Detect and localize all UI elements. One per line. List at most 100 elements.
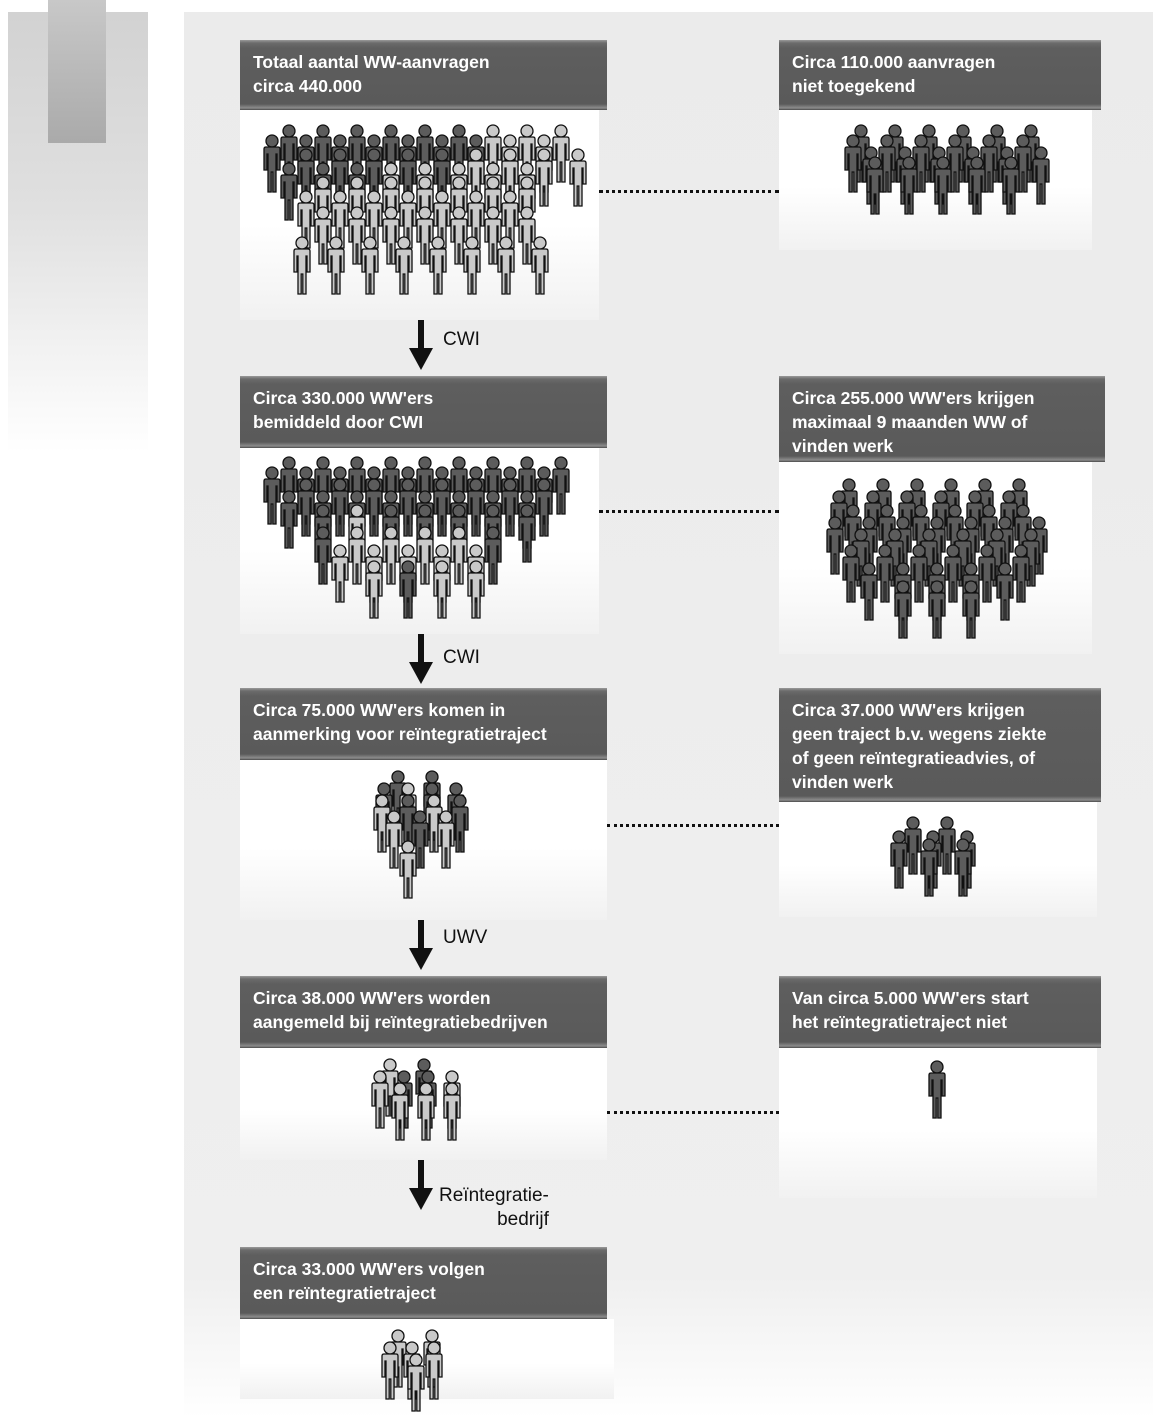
person-icon [314,526,332,585]
person-icon [443,1082,461,1141]
person-icon [910,544,928,603]
person-icon [385,810,403,869]
person-icon [399,560,417,619]
person-icon [1032,146,1050,205]
person-icon [416,206,434,265]
person-icon [1002,156,1020,215]
person-icon [900,156,918,215]
person-icon [395,236,413,295]
person-icon [904,816,922,875]
person-icon [416,526,434,585]
stage-2-main-people [263,456,570,619]
person-icon [826,516,844,575]
person-icon [866,156,884,215]
person-icon [938,816,956,875]
person-icon [450,526,468,585]
person-icon [463,236,481,295]
person-icon [280,162,298,221]
person-icon [331,544,349,603]
person-icon [433,478,451,537]
stage-1-side-header: Circa 110.000 aanvragen niet toegekend [779,40,1101,110]
person-icon [327,236,345,295]
stage-1-arrow-label: CWI [443,329,480,350]
stage-4-side-header: Van circa 5.000 WW'ers start het reïnteg… [779,976,1101,1048]
person-icon [518,504,536,563]
person-icon [314,206,332,265]
person-icon [451,794,469,853]
person-icon [429,236,447,295]
person-icon [978,544,996,603]
person-icon [552,456,570,515]
arrow-down-icon [409,320,433,370]
person-icon [920,838,938,897]
stage-3-main-people [373,770,469,899]
person-icon [348,206,366,265]
person-icon [437,810,455,869]
person-icon [467,478,485,537]
person-icon [331,478,349,537]
stage-2-main-header: Circa 330.000 WW'ers bemiddeld door CWI [240,376,607,448]
stage-2-arrow-label: CWI [443,647,480,668]
person-icon [399,478,417,537]
person-icon [954,838,972,897]
person-icon [944,544,962,603]
person-icon [280,490,298,549]
arrow-down-icon [409,920,433,970]
stage-3-side-header: Circa 37.000 WW'ers krijgen geen traject… [779,688,1101,802]
person-icon [928,580,946,639]
person-icon [928,1060,946,1119]
sidebar-tab [48,0,106,143]
person-icon [531,236,549,295]
person-icon [962,580,980,639]
stage-1-main-header: Totaal aantal WW-aanvragen circa 440.000 [240,40,607,110]
person-icon [433,560,451,619]
stage-4-dotted-connector [607,1111,779,1114]
person-icon [297,190,315,249]
stage-5-main-people [381,1329,443,1412]
stage-2-dotted-connector [599,510,779,513]
stage-3-arrow-label: UWV [443,927,488,948]
person-icon [894,580,912,639]
person-icon [263,466,281,525]
person-icon [844,134,862,193]
person-icon [518,206,536,265]
stage-4-main-header: Circa 38.000 WW'ers worden aangemeld bij… [240,976,607,1048]
person-icon [552,124,570,183]
person-icon [365,560,383,619]
stage-3-dotted-connector [607,824,779,827]
person-icon [297,478,315,537]
stage-4-side-people [928,1060,946,1119]
person-icon [450,206,468,265]
stage-4-arrow-label: Reïntegratie- bedrijf [439,1185,549,1230]
person-icon [263,134,281,193]
person-icon [382,206,400,265]
arrow-down-icon [409,1160,433,1210]
stage-3-main-header: Circa 75.000 WW'ers komen in aanmerking … [240,688,607,760]
person-icon [860,562,878,621]
stage-1-dotted-connector [599,190,779,193]
person-icon [484,526,502,585]
stage-3-side-people [890,816,976,897]
person-icon [293,236,311,295]
person-icon [348,526,366,585]
stage-1-side-people [844,124,1050,215]
person-icon [996,562,1014,621]
person-icon [391,1082,409,1141]
person-icon [381,1341,399,1400]
person-icon [890,830,908,889]
person-icon [876,544,894,603]
person-icon [371,1070,389,1129]
person-icon [934,156,952,215]
person-icon [382,526,400,585]
person-icon [417,1082,435,1141]
arrow-down-icon [409,634,433,684]
person-icon [842,544,860,603]
person-icon [501,478,519,537]
person-icon [361,236,379,295]
stage-4-main-people [371,1058,461,1141]
person-icon [535,478,553,537]
person-icon [399,840,417,899]
stage-5-main-header: Circa 33.000 WW'ers volgen een reïntegra… [240,1247,607,1319]
person-icon [535,148,553,207]
person-icon [425,1341,443,1400]
